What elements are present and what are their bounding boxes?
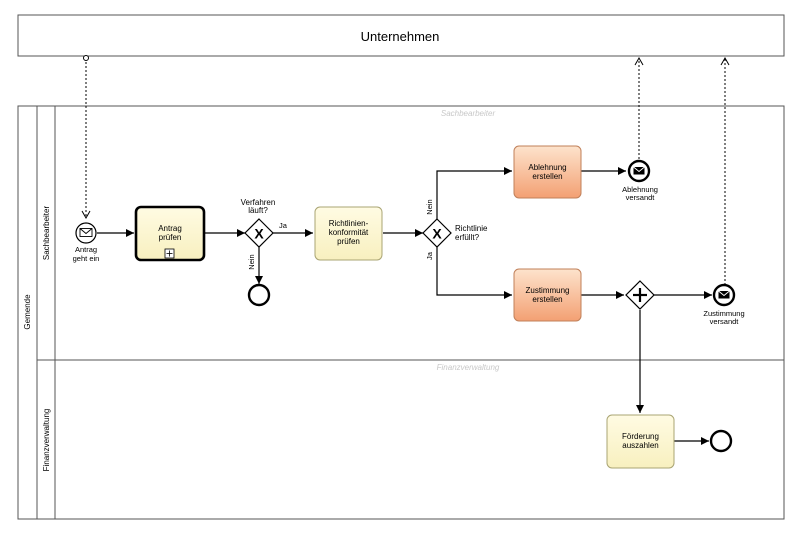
gateway-x-icon: X: [432, 226, 442, 242]
flow-label-verfahren-nein: Nein: [247, 254, 256, 269]
end-zustimmung-label-2: versandt: [710, 317, 740, 326]
task-zustimmung-label-1: Zustimmung: [525, 286, 569, 295]
flow-label-verfahren-ja: Ja: [279, 221, 288, 230]
task-ablehnung-label-2: erstellen: [532, 172, 562, 181]
pool-unternehmen-title: Unternehmen: [361, 29, 440, 44]
gateway-verfahren[interactable]: X: [244, 218, 274, 248]
lane-sachbearbeiter-header: Sachbearbeiter: [441, 109, 496, 118]
end-ablehnung-label-1: Ablehnung: [622, 185, 658, 194]
pool-gemende-label: Gemende: [23, 294, 32, 330]
task-richtlinien-label-3: prüfen: [337, 237, 360, 246]
task-richtlinien-label-1: Richtlinien-: [329, 219, 369, 228]
pool-gemende: Gemende Sachbearbeiter Finanzverwaltung …: [17, 105, 785, 520]
start-event-label-2: geht ein: [73, 254, 100, 263]
flow-label-richtlinie-nein: Nein: [425, 199, 434, 214]
envelope-filled-icon: [633, 166, 645, 175]
task-foerderung-label-2: auszahlen: [622, 441, 658, 450]
envelope-icon: [79, 228, 93, 237]
gateway-verfahren-label-2: läuft?: [248, 206, 268, 215]
pool-unternehmen: Unternehmen: [17, 14, 785, 57]
subprocess-plus-icon: [164, 248, 175, 259]
task-zustimmung-label-2: erstellen: [532, 295, 562, 304]
start-event-label-1: Antrag: [75, 245, 97, 254]
envelope-filled-icon: [718, 290, 730, 299]
lane-finanzverwaltung-label: Finanzverwaltung: [42, 409, 51, 472]
task-ablehnung-label-1: Ablehnung: [528, 163, 566, 172]
gateway-verfahren-label-1: Verfahren: [241, 198, 276, 207]
gateway-richtlinie-label-1: Richtlinie: [455, 224, 488, 233]
end-zustimmung-label-1: Zustimmung: [703, 309, 744, 318]
gateway-richtlinie[interactable]: X: [422, 218, 452, 248]
task-ablehnung-erstellen[interactable]: [513, 145, 582, 199]
task-antrag-label-1: Antrag: [158, 224, 182, 233]
end-event-zustimmung[interactable]: [712, 283, 736, 307]
end-event-ablehnung[interactable]: [627, 159, 651, 183]
lane-finanzverwaltung-header: Finanzverwaltung: [437, 363, 500, 372]
plus-icon: [633, 288, 647, 302]
lane-sachbearbeiter-label: Sachbearbeiter: [42, 206, 51, 261]
task-richtlinien-pruefen[interactable]: [314, 206, 383, 261]
task-foerderung-auszahlen[interactable]: [606, 414, 675, 469]
end-event-foerderung[interactable]: [709, 429, 733, 453]
message-flows: [81, 55, 730, 285]
flow-label-richtlinie-ja: Ja: [425, 251, 434, 260]
start-event-antrag[interactable]: [75, 222, 97, 244]
task-antrag-pruefen[interactable]: [134, 205, 206, 262]
sequence-flows: [97, 167, 712, 445]
task-foerderung-label-1: Förderung: [622, 432, 659, 441]
end-ablehnung-label-2: versandt: [626, 193, 656, 202]
end-event-verfahren[interactable]: [247, 283, 271, 307]
gateway-x-icon: X: [254, 226, 264, 242]
task-zustimmung-erstellen[interactable]: [513, 268, 582, 322]
task-richtlinien-label-2: konformität: [329, 228, 369, 237]
gateway-richtlinie-label-2: erfüllt?: [455, 233, 480, 242]
task-antrag-label-2: prüfen: [159, 233, 182, 242]
gateway-parallel[interactable]: [625, 280, 655, 310]
